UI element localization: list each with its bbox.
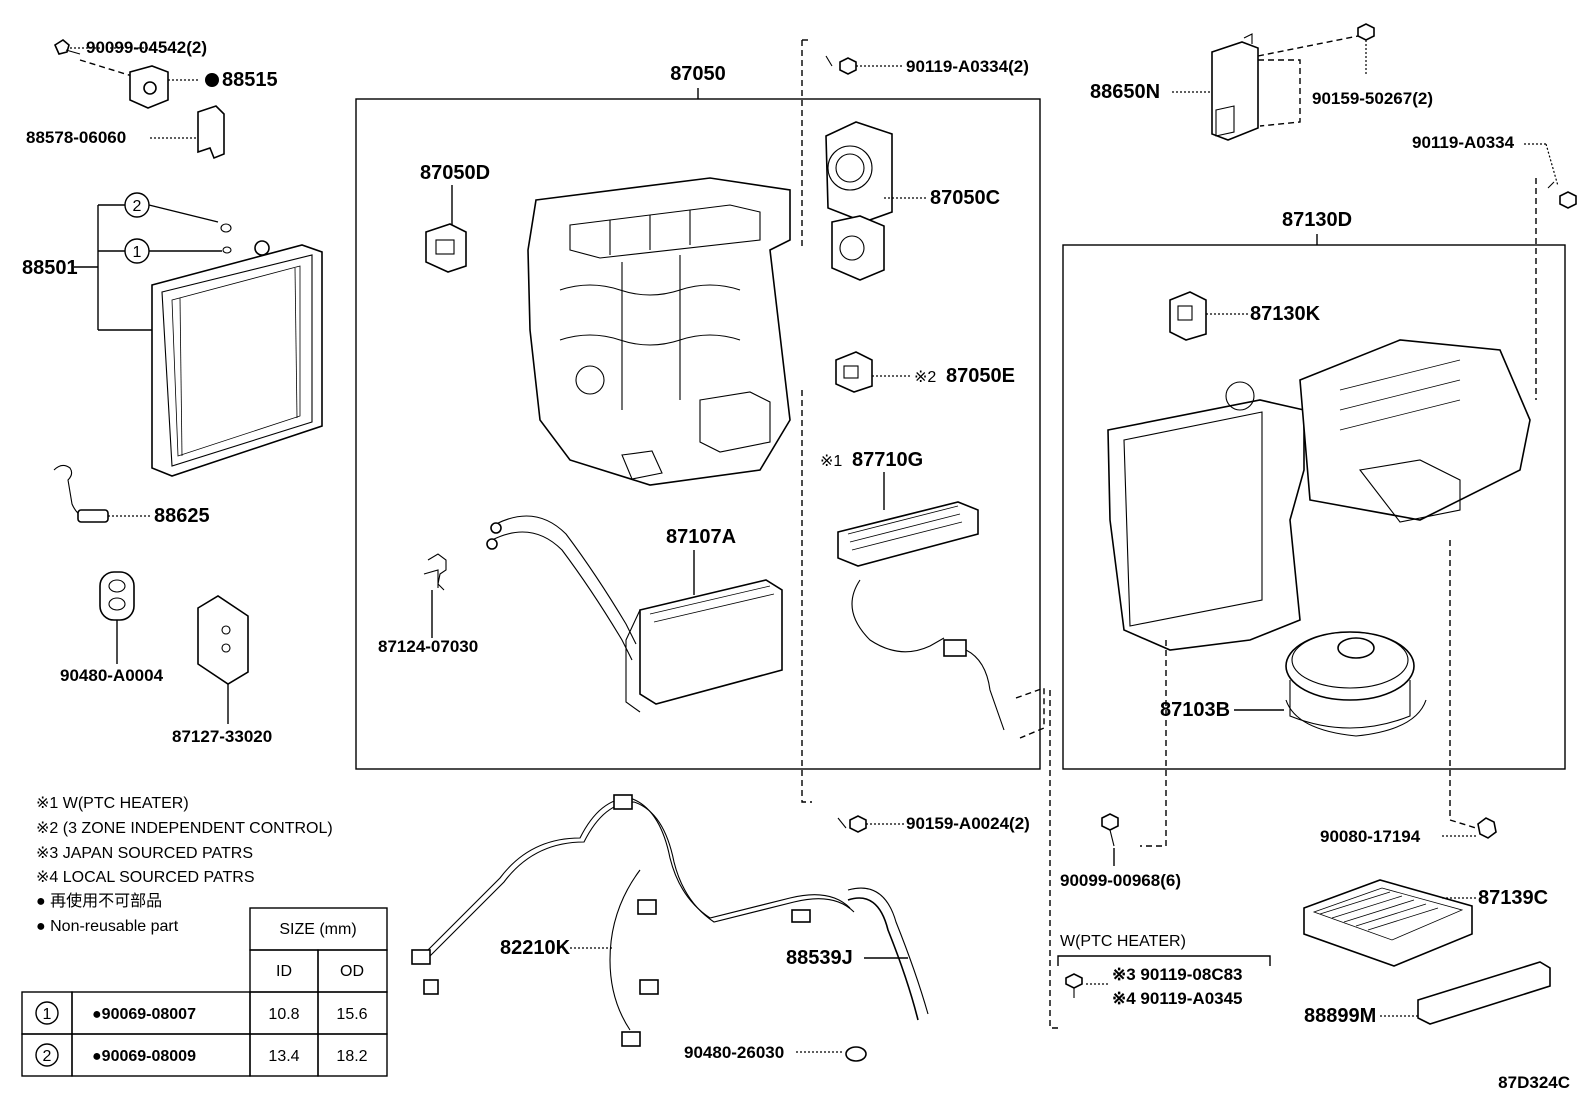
label-88578-06060: 88578-06060 — [26, 128, 126, 147]
label-87139C: 87139C — [1478, 887, 1548, 909]
evaporator-88501: 88501 2 1 — [22, 192, 323, 477]
note-6: ● Non-reusable part — [36, 918, 179, 935]
rear-assembly-label: 87130D — [1282, 209, 1352, 231]
dashed-guide-ptc — [1049, 690, 1060, 1029]
label-88625: 88625 — [154, 505, 210, 527]
dashed-guide-main — [801, 390, 812, 803]
main-assembly-label: 87050 — [670, 63, 726, 85]
heater-core-87107A: 87107A — [486, 515, 783, 713]
servo-87130K: 87130K — [1169, 291, 1321, 341]
servo-87050E: ※2 87050E — [835, 351, 1015, 393]
ptc-heater-box-title: W(PTC HEATER) — [1060, 933, 1186, 950]
label-88650N: 88650N — [1090, 81, 1160, 103]
label-87103B: 87103B — [1160, 699, 1230, 721]
table-header-id: ID — [276, 963, 292, 980]
ptc-heater-screw-box: W(PTC HEATER) ※3 90119-08C83 ※4 90119-A0… — [1057, 933, 1271, 1008]
wire-harness-82210K: 82210K — [411, 794, 855, 1047]
screw-90099-00968: 90099-00968(6) — [1060, 813, 1181, 890]
label-88899M: 88899M — [1304, 1005, 1376, 1027]
label-88539J: 88539J — [786, 947, 853, 969]
filter-87139C: 87139C — [1303, 879, 1548, 967]
nut-90080-17194: 90080-17194 — [1320, 817, 1497, 846]
grommet-90480-A0004: 90480-A0004 — [60, 571, 164, 685]
blower-motor-87103B: 87103B — [1160, 631, 1427, 737]
table-header-size: SIZE (mm) — [279, 921, 356, 938]
label-90480-A0004: 90480-A0004 — [60, 666, 164, 685]
label-90080-17194: 90080-17194 — [1320, 827, 1421, 846]
note-3: ※3 JAPAN SOURCED PATRS — [36, 845, 253, 862]
label-90119-A0334-2: 90119-A0334(2) — [906, 57, 1029, 76]
blower-87050C: 87050C — [825, 121, 1000, 281]
clamp-87124-07030: 87124-07030 — [378, 553, 478, 656]
label-90099-00968: 90099-00968(6) — [1060, 871, 1181, 890]
ptc-heater-87710G: ※1 87710G — [820, 449, 1045, 739]
size-table: SIZE (mm) ID OD 1 ●90069-08007 10.8 15.6… — [21, 907, 388, 1077]
label-87050E: 87050E — [946, 365, 1015, 387]
note-5: ● 再使用不可部品 — [36, 892, 162, 910]
diagram-code: 87D324C — [1498, 1073, 1570, 1092]
hose-88539J: 88539J — [786, 887, 929, 1021]
thermistor-88625: 88625 — [53, 464, 210, 527]
note-marker-87050E: ※2 — [914, 369, 936, 386]
label-88501: 88501 — [22, 257, 78, 279]
note-1: ※1 W(PTC HEATER) — [36, 795, 189, 812]
rear-unit-body — [1107, 339, 1531, 651]
label-87710G: 87710G — [852, 449, 923, 471]
callout-2-text: 2 — [133, 198, 142, 215]
note-marker-87710G: ※1 — [820, 453, 842, 470]
table-row-1-key: 1 — [43, 1006, 52, 1023]
rear-assembly-box: 87130D — [1062, 209, 1566, 770]
table-row-2-part: ●90069-08009 — [92, 1048, 196, 1065]
label-87124-07030: 87124-07030 — [378, 637, 478, 656]
table-row-2-od: 18.2 — [336, 1048, 367, 1065]
screw-90159-A0024: 90159-A0024(2) — [837, 814, 1030, 833]
note-2: ※2 (3 ZONE INDEPENDENT CONTROL) — [36, 820, 333, 837]
main-assembly-box: 87050 — [355, 63, 1041, 770]
table-header-od: OD — [340, 963, 364, 980]
notes-block: ※1 W(PTC HEATER) ※2 (3 ZONE INDEPENDENT … — [36, 795, 333, 935]
label-90159-A0024: 90159-A0024(2) — [906, 814, 1030, 833]
table-row-1-od: 15.6 — [336, 1006, 367, 1023]
dashed-guide-right — [1449, 540, 1477, 829]
label-82210K: 82210K — [500, 937, 571, 959]
screw-90099-04542: 90099-04542(2) — [53, 38, 207, 81]
label-87050C: 87050C — [930, 187, 1000, 209]
screw-90119-A0334: 90119-A0334 — [1412, 133, 1577, 400]
label-87050D: 87050D — [420, 162, 490, 184]
cover-88899M: 88899M — [1304, 961, 1551, 1027]
hvac-unit-body — [527, 177, 791, 486]
callout-1-text: 1 — [133, 244, 142, 261]
label-90119-08C83: ※3 90119-08C83 — [1112, 965, 1243, 984]
label-90159-50267: 90159-50267(2) — [1312, 89, 1433, 108]
label-87127-33020: 87127-33020 — [172, 727, 272, 746]
servo-87050D: 87050D — [420, 162, 490, 273]
label-88515: 88515 — [222, 69, 278, 91]
note-4: ※4 LOCAL SOURCED PATRS — [36, 869, 255, 886]
grommet-90480-26030: 90480-26030 — [684, 1043, 867, 1062]
ecu-88650N: 88650N 90159-50267(2) — [1090, 23, 1433, 141]
label-90099-04542: 90099-04542(2) — [86, 38, 207, 57]
label-90480-26030: 90480-26030 — [684, 1043, 784, 1062]
table-row-1-id: 10.8 — [268, 1006, 299, 1023]
label-90119-A0345: ※4 90119-A0345 — [1112, 989, 1243, 1008]
packing-87127-33020: 87127-33020 — [172, 595, 272, 746]
label-90119-A0334: 90119-A0334 — [1412, 133, 1515, 152]
label-87107A: 87107A — [666, 526, 736, 548]
table-row-2-key: 2 — [43, 1048, 52, 1065]
bracket-88578-06060: 88578-06060 — [26, 105, 225, 160]
non-reusable-marker — [205, 73, 219, 87]
table-row-1-part: ●90069-08007 — [92, 1006, 196, 1023]
dashed-guide-left-rear — [1140, 640, 1167, 847]
screw-90119-A0334-2: 90119-A0334(2) — [801, 39, 1029, 250]
table-row-2-id: 13.4 — [268, 1048, 299, 1065]
label-87130K: 87130K — [1250, 303, 1321, 325]
expansion-valve-88515: 88515 — [129, 65, 278, 109]
